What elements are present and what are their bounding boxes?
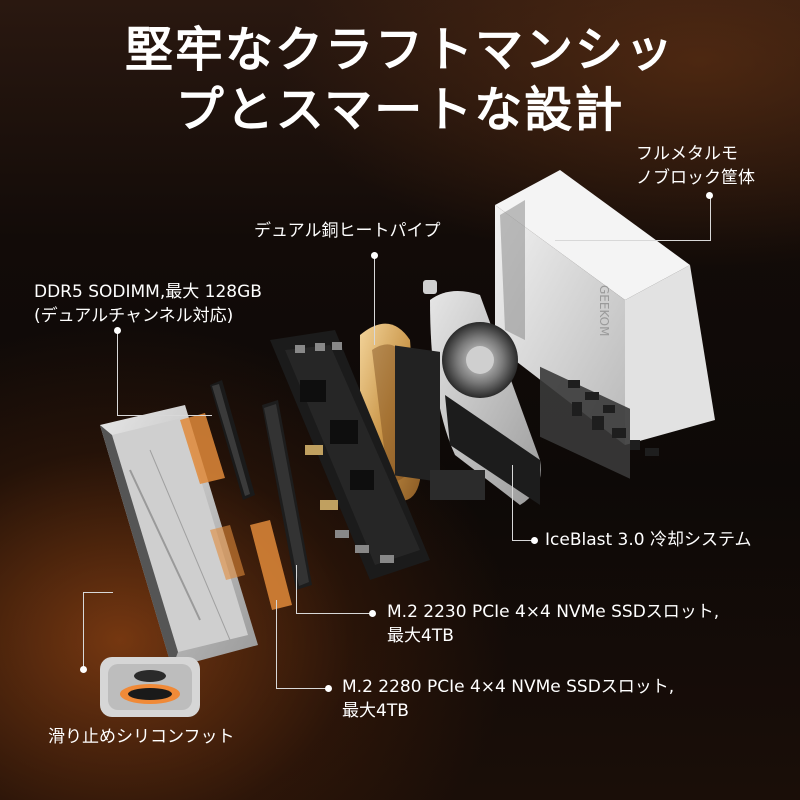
label-ram-line-1: DDR5 SODIMM,最大 128GB: [34, 282, 262, 302]
fan-module: [423, 280, 541, 505]
leader-feet-h: [83, 592, 113, 593]
motherboard: [270, 330, 430, 580]
leader-chassis-dot: [706, 192, 713, 199]
headline-line-2: プとスマートな設計: [175, 82, 625, 138]
label-ssd2280-line-2: 最大4TB: [342, 701, 409, 721]
silicone-foot-inset: [100, 657, 200, 717]
leader-ssd2280-dot: [325, 685, 332, 692]
leader-cooling-dot: [531, 537, 538, 544]
leader-heatpipe-dot: [371, 252, 378, 259]
metal-chassis: GEEKOM: [495, 170, 715, 479]
brand-mark-text: GEEKOM: [597, 285, 611, 336]
label-ssd2230-line-2: 最大4TB: [387, 626, 454, 646]
leader-ssd2280-h: [276, 688, 328, 689]
label-chassis-line-2: ノブロック筐体: [636, 168, 755, 188]
leader-ssd2230-v: [296, 565, 297, 613]
leader-heatpipe: [374, 255, 375, 345]
leader-ram-v: [117, 330, 118, 415]
label-chassis-line-1: フルメタルモ: [636, 144, 738, 164]
label-feet: 滑り止めシリコンフット: [48, 727, 235, 747]
leader-ssd2230-dot: [369, 610, 376, 617]
label-ssd2280-line-1: M.2 2280 PCIe 4×4 NVMe SSDスロット,: [342, 677, 675, 697]
leader-cooling-v: [512, 465, 513, 540]
ram-module: [210, 380, 255, 500]
leader-ssd2230-h: [296, 613, 372, 614]
bottom-plate: [100, 405, 292, 668]
leader-ssd2280-v: [276, 600, 277, 688]
leader-ram-h: [117, 415, 212, 416]
leader-cooling-h: [512, 540, 534, 541]
ssd-module: [262, 400, 312, 590]
leader-chassis-v: [710, 195, 711, 240]
label-cooling: IceBlast 3.0 冷却システム: [545, 530, 752, 550]
leader-feet-v: [83, 592, 84, 669]
label-heatpipe: デュアル銅ヒートパイプ: [254, 221, 441, 241]
label-ssd2230-line-1: M.2 2230 PCIe 4×4 NVMe SSDスロット,: [387, 602, 720, 622]
leader-feet-dot: [80, 666, 87, 673]
leader-ram-dot: [114, 327, 121, 334]
leader-chassis-h: [555, 240, 711, 241]
label-ram-line-2: (デュアルチャンネル対応): [34, 306, 234, 326]
headline-line-1: 堅牢なクラフトマンシッ: [124, 22, 675, 78]
